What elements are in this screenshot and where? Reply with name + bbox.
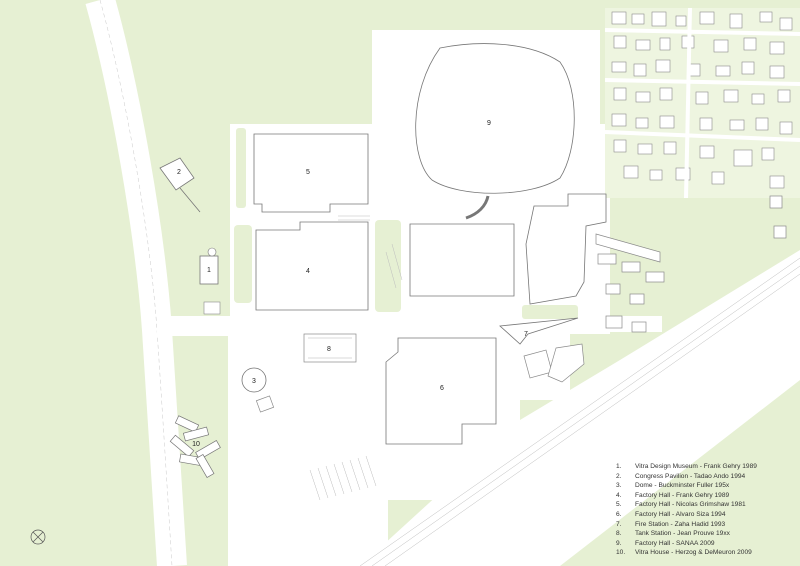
marker-1: 1 (207, 267, 211, 274)
legend-number: 10. (616, 549, 626, 557)
factory-east (525, 193, 607, 305)
legend-text: Factory Hall - Alvaro Siza 1994 (635, 510, 726, 518)
marker-3: 3 (252, 378, 256, 385)
marker-8: 8 (327, 346, 331, 353)
building-9 (415, 43, 575, 194)
legend-text: Vitra House - Herzog & DeMeuron 2009 (635, 549, 752, 557)
legend-item: 2. Congress Pavilion - Tadao Ando 1994 (616, 472, 796, 482)
legend-text: Factory Hall - Frank Gehry 1989 (635, 491, 730, 499)
factory-hall-middle (409, 223, 515, 297)
residential-area (604, 7, 800, 199)
marker-9: 9 (487, 120, 491, 127)
legend-number: 4. (616, 491, 622, 499)
legend-number: 2. (616, 472, 622, 480)
green-islands (234, 128, 578, 319)
legend-text: Dome - Buckminster Fuller 195x (635, 482, 730, 490)
legend-text: Congress Pavilion - Tadao Ando 1994 (635, 472, 746, 480)
legend-item: 6. Factory Hall - Alvaro Siza 1994 (616, 510, 796, 520)
legend-text: Factory Hall - Nicolas Grimshaw 1981 (635, 501, 746, 509)
building-6 (385, 337, 497, 445)
building-5 (253, 133, 369, 213)
map-legend: 1. Vitra Design Museum - Frank Gehry 1989… (616, 462, 796, 558)
marker-6: 6 (440, 385, 444, 392)
building-2 (159, 157, 195, 191)
road-edge (99, 0, 173, 566)
legend-number: 6. (616, 510, 622, 518)
legend-number: 7. (616, 520, 622, 528)
building-1 (199, 255, 219, 285)
legend-text: Vitra Design Museum - Frank Gehry 1989 (635, 463, 757, 470)
legend-item: 5. Factory Hall - Nicolas Grimshaw 1981 (616, 500, 796, 510)
legend-item: 1. Vitra Design Museum - Frank Gehry 1989 (616, 462, 796, 472)
legend-item: 3. Dome - Buckminster Fuller 195x (616, 481, 796, 491)
building-10 (169, 415, 221, 479)
legend-text: Factory Hall - SANAA 2009 (635, 539, 715, 547)
connector-9 (465, 195, 490, 220)
parking-lots (309, 215, 403, 501)
building-3 (241, 367, 267, 393)
east-small-buildings (523, 195, 787, 383)
marker-2: 2 (177, 169, 181, 176)
legend-item: 10. Vitra House - Herzog & DeMeuron 2009 (616, 548, 796, 558)
building-labels: 1 2 3 4 5 6 7 8 9 10 (177, 120, 528, 448)
legend-item: 7. Fire Station - Zaha Hadid 1993 (616, 520, 796, 530)
legend-item: 9. Factory Hall - SANAA 2009 (616, 539, 796, 549)
legend-text: Tank Station - Jean Prouve 19xx (635, 530, 730, 538)
marker-7: 7 (524, 331, 528, 338)
legend-item: 4. Factory Hall - Frank Gehry 1989 (616, 491, 796, 501)
legend-number: 8. (616, 530, 622, 538)
railway (359, 257, 800, 566)
marker-10: 10 (192, 441, 200, 448)
building-7 (499, 317, 579, 345)
dome-annex (255, 395, 275, 413)
marker-5: 5 (306, 169, 310, 176)
factory-east-wing (595, 233, 661, 263)
building-8 (303, 333, 357, 363)
legend-number: 9. (616, 539, 622, 547)
legend-text: Fire Station - Zaha Hadid 1993 (635, 520, 726, 528)
legend-number: 1. (616, 463, 622, 470)
marker-4: 4 (306, 268, 310, 275)
compass-rose-icon (30, 529, 46, 545)
legend-item: 8. Tank Station - Jean Prouve 19xx (616, 529, 796, 539)
legend-number: 5. (616, 501, 622, 509)
building-4 (255, 221, 369, 311)
legend-number: 3. (616, 482, 622, 490)
